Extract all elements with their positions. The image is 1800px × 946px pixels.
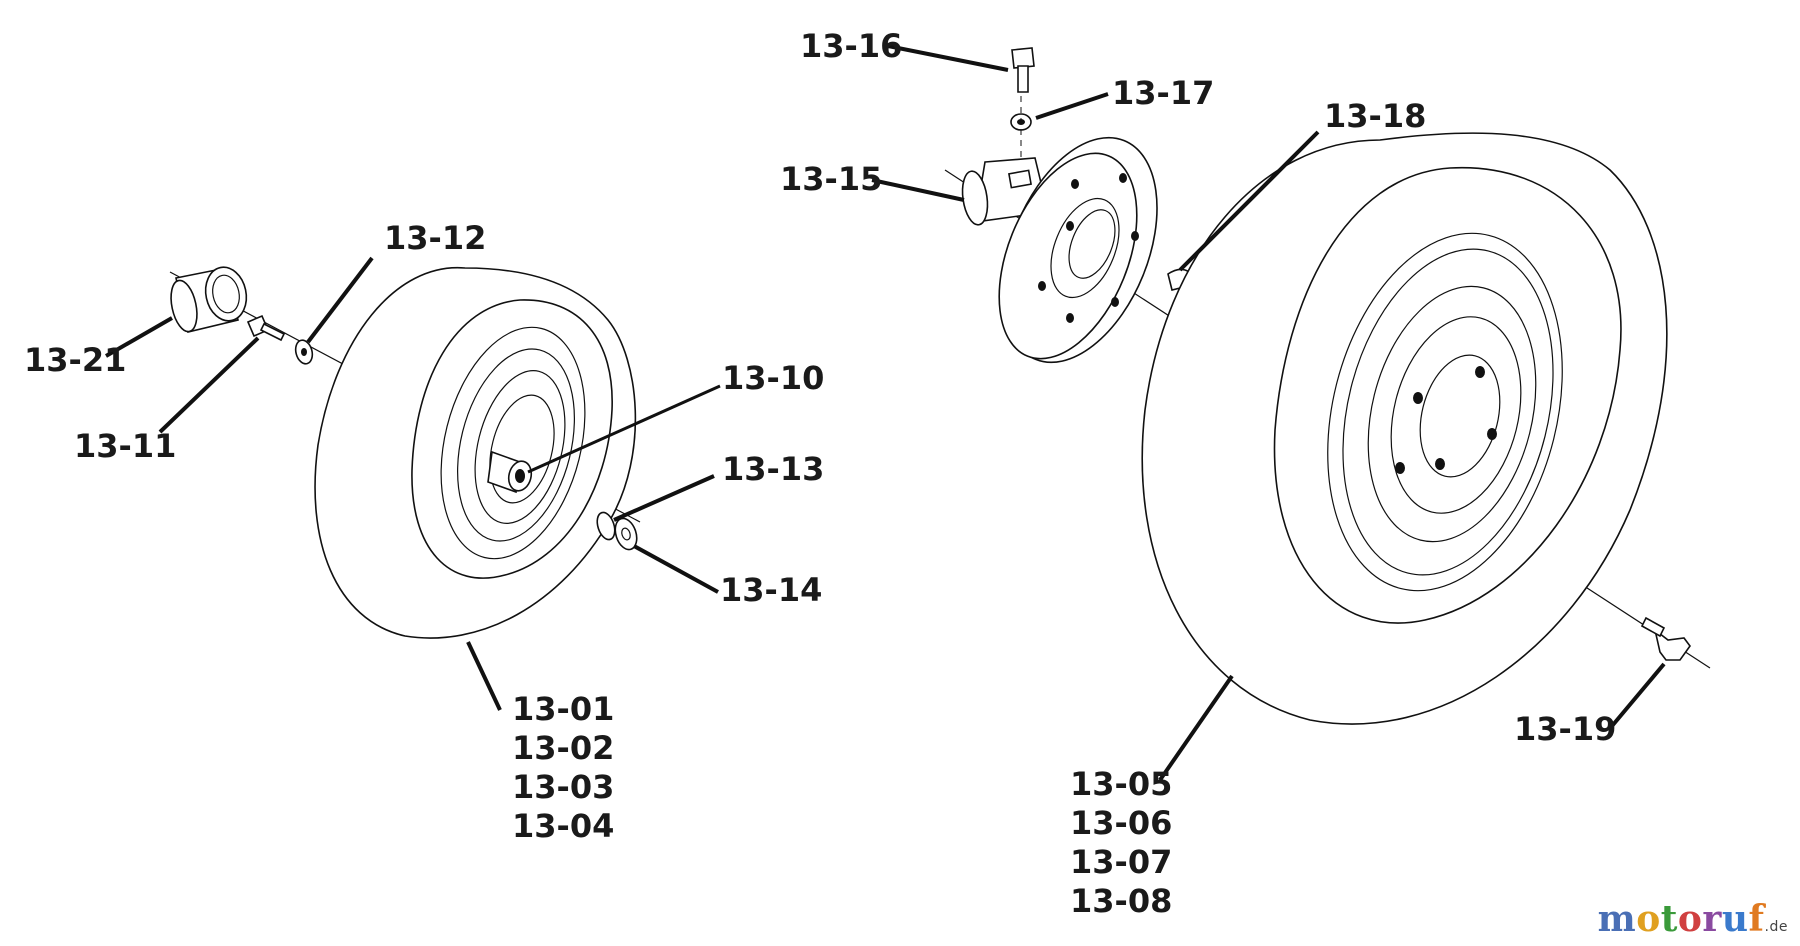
leader-13-16 [887, 44, 1009, 72]
watermark-letter: u [1721, 898, 1749, 940]
hub-bolt-part [1011, 47, 1035, 93]
watermark-letter: o [1677, 898, 1703, 940]
leader-13-14 [633, 544, 719, 594]
label-13-13: 13-13 [722, 450, 824, 488]
axle-washers-part [596, 511, 638, 551]
leader-13-18 [1178, 130, 1320, 272]
label-13-02: 13-02 [512, 729, 614, 767]
label-13-18: 13-18 [1324, 97, 1426, 135]
label-13-06: 13-06 [1070, 804, 1172, 842]
watermark-letter: t [1660, 898, 1678, 940]
rear-tire [1141, 132, 1668, 725]
label-13-21: 13-21 [24, 341, 126, 379]
label-13-01: 13-01 [512, 690, 614, 728]
watermark-logo: motoruf.de [1598, 898, 1788, 940]
leader-13-19 [1610, 662, 1666, 728]
leader-13-21 [105, 316, 173, 358]
watermark-letter: r [1702, 898, 1722, 940]
label-13-11: 13-11 [74, 427, 176, 465]
label-13-15: 13-15 [780, 160, 882, 198]
front-tire [314, 267, 637, 639]
rear-wheel-assembly [944, 47, 1711, 725]
washer-part [294, 339, 314, 365]
label-13-12: 13-12 [384, 219, 486, 257]
leader-13-15 [871, 178, 965, 202]
leader-13-11 [158, 336, 260, 434]
leader-13-13 [613, 474, 715, 522]
leader-13-01 [466, 641, 502, 711]
label-13-05: 13-05 [1070, 765, 1172, 803]
spacer-sleeve-part [170, 266, 248, 333]
leader-13-05 [1158, 674, 1234, 782]
front-wheel-assembly [169, 266, 641, 639]
wheel-bolt-part [1640, 616, 1691, 661]
leader-lines [105, 44, 1666, 782]
label-13-19: 13-19 [1514, 710, 1616, 748]
wheel-hub-part [961, 136, 1158, 364]
label-13-14: 13-14 [720, 571, 822, 609]
leader-13-12 [306, 256, 374, 344]
label-13-03: 13-03 [512, 768, 614, 806]
label-13-04: 13-04 [512, 807, 614, 845]
label-13-17: 13-17 [1112, 74, 1214, 112]
leader-13-10 [527, 384, 721, 474]
watermark-letter: m [1597, 898, 1637, 940]
label-13-10: 13-10 [722, 359, 824, 397]
leader-13-17 [1035, 92, 1109, 120]
bolt-part [246, 314, 286, 342]
label-13-16: 13-16 [800, 27, 902, 65]
watermark-tld: .de [1764, 919, 1788, 935]
watermark-letter: f [1748, 898, 1765, 940]
watermark-letter: o [1636, 898, 1661, 940]
label-13-08: 13-08 [1070, 882, 1172, 920]
callout-labels: 13-21 13-11 13-12 13-10 13-13 13-14 13-0… [24, 27, 1616, 920]
label-13-07: 13-07 [1070, 843, 1172, 881]
